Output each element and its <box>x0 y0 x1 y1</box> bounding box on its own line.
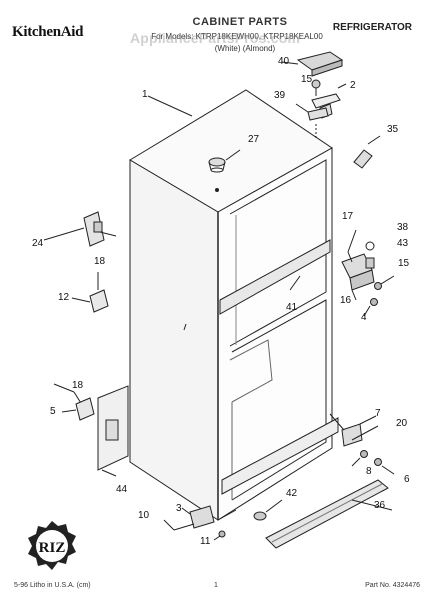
callout-43: 43 <box>397 238 409 249</box>
callout-40: 40 <box>278 56 290 67</box>
callout-12: 12 <box>58 292 70 303</box>
callout-6: 6 <box>404 474 410 485</box>
header: KitchenAid CABINET PARTS For Models: KTR… <box>0 10 434 74</box>
callout-11: 11 <box>200 536 211 547</box>
callout-4: 4 <box>361 312 367 323</box>
callout-39: 39 <box>274 90 286 101</box>
model-variants: (White) (Almond) <box>214 44 276 53</box>
callout-15-right: 15 <box>398 258 410 269</box>
callout-16: 16 <box>340 295 352 306</box>
callout-44: 44 <box>116 484 128 495</box>
callout-42: 42 <box>286 488 298 499</box>
callout-18-lower: 18 <box>72 380 84 391</box>
callout-1: 1 <box>142 89 148 100</box>
part-12-clip <box>71 272 109 313</box>
product-type: REFRIGERATOR <box>332 22 412 33</box>
part-42-spacer <box>253 499 283 521</box>
callout-20: 20 <box>396 418 408 429</box>
callout-18-upper: 18 <box>94 256 106 267</box>
footer-part-number: Part No. 4324476 <box>365 582 420 589</box>
part-35-hinge-pin <box>353 135 381 169</box>
brand-logo: KitchenAid <box>12 24 84 40</box>
part-15-screw-top <box>311 79 321 96</box>
footer-litho: 5-96 Litho in U.S.A. (cm) <box>14 582 91 589</box>
model-numbers: For Models: KTRP18KEWH00, KTRP18KEAL00 <box>151 32 323 41</box>
part-27-plug <box>208 149 241 192</box>
part-3-leveler <box>163 505 226 541</box>
callout-2: 2 <box>350 80 356 91</box>
cabinet-body <box>129 89 339 521</box>
part-24-bracket <box>43 211 117 247</box>
footer-page-number: 1 <box>214 582 218 589</box>
callout-3: 3 <box>176 503 182 514</box>
part-15-screw-right <box>374 275 395 290</box>
part-4-screw <box>363 298 378 317</box>
callout-35: 35 <box>387 124 399 135</box>
callout-7: 7 <box>375 408 381 419</box>
riz-seal-logo: RIZ <box>28 521 76 570</box>
part-39-shim <box>295 103 329 140</box>
watermark: AppliancePartsPros.com <box>130 30 301 46</box>
callout-17: 17 <box>342 211 354 222</box>
part-20-lower-hinge <box>341 415 379 447</box>
callout-15-top: 15 <box>301 74 313 85</box>
part-38-43-washers <box>365 241 375 269</box>
part-5-bracket <box>61 391 95 421</box>
callout-36: 36 <box>374 500 386 511</box>
callout-24: 24 <box>32 238 44 249</box>
part-16-center-hinge <box>341 251 375 301</box>
callout-27: 27 <box>248 134 260 145</box>
logo-text: RIZ <box>39 540 66 556</box>
part-36-kickplate <box>265 479 393 549</box>
part-8-6-screws <box>351 450 395 475</box>
page-title: CABINET PARTS <box>192 16 288 28</box>
part-44-grille-panel <box>97 385 129 477</box>
callout-5: 5 <box>50 406 56 417</box>
callout-10: 10 <box>138 510 150 521</box>
callout-38: 38 <box>397 222 409 233</box>
part-40-hinge-cover <box>281 51 344 77</box>
callout-41: 41 <box>286 302 298 313</box>
callout-8: 8 <box>366 466 372 477</box>
